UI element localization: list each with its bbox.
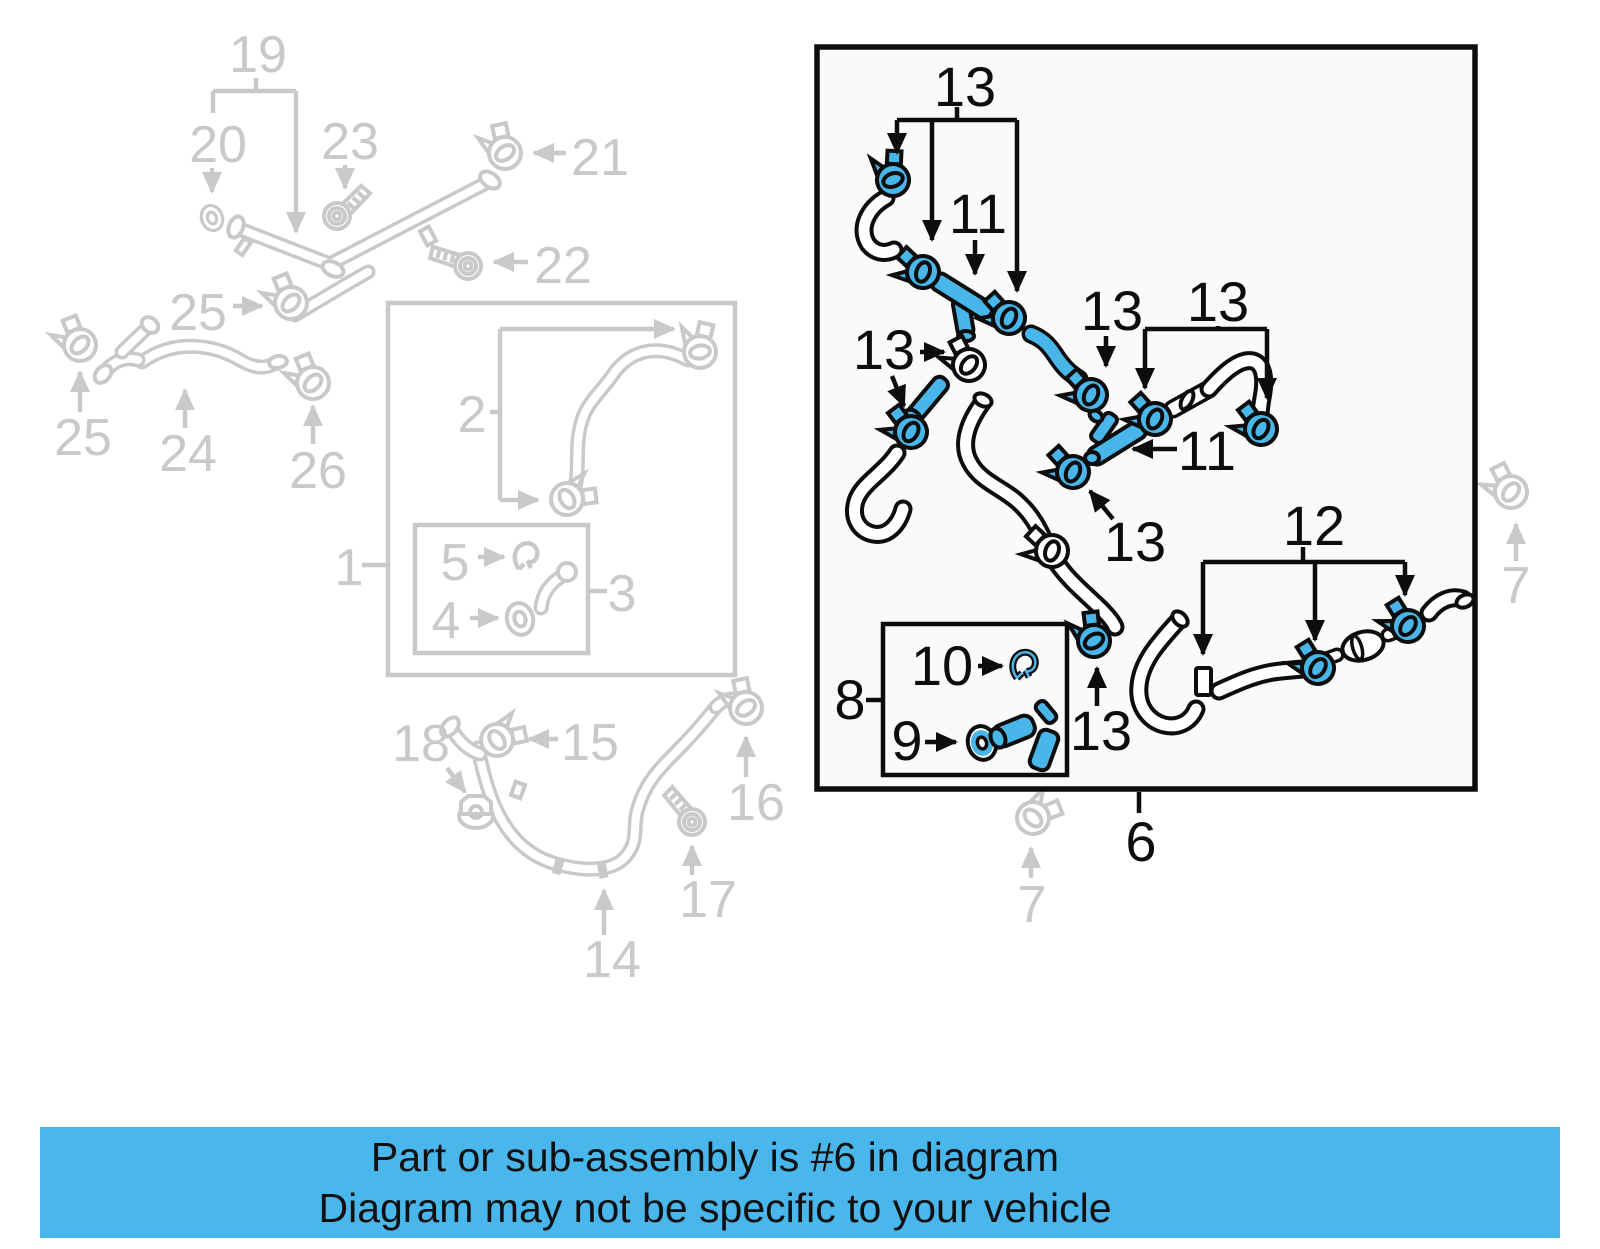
highlighted-assembly-6: 13 11 13 13 13 11 13 13 12 8 10 9 6 [814, 44, 1478, 873]
main-callout-lines [866, 107, 1415, 813]
callout-11-upper: 11 [949, 182, 1007, 245]
callout-26: 26 [289, 442, 347, 500]
callout-13-center: 13 [1104, 510, 1166, 573]
callout-22: 22 [534, 237, 592, 295]
coolant-pipe-icon [226, 169, 502, 323]
clamp-7-bottom-icon [1010, 784, 1068, 839]
callout-3: 3 [608, 565, 637, 623]
callout-15: 15 [561, 714, 619, 772]
callout-23: 23 [321, 113, 379, 171]
callout-13-top: 13 [934, 55, 996, 118]
callout-10: 10 [911, 634, 973, 697]
seal-ring-4-icon [501, 598, 539, 640]
callout-13-bottom: 13 [1070, 699, 1132, 762]
callout-17: 17 [679, 871, 737, 929]
callout-11-lower: 11 [1178, 419, 1236, 482]
thermostat-union-9-icon [988, 698, 1061, 773]
callout-7-bottom: 7 [1018, 876, 1047, 934]
callout-1: 1 [335, 539, 364, 597]
info-banner: Part or sub-assembly is #6 in diagram Di… [40, 1127, 1560, 1238]
clamp-21-icon [476, 121, 523, 171]
callout-13-mid: 13 [1081, 279, 1143, 342]
nut-18-icon [457, 794, 495, 830]
callout-25b: 25 [54, 409, 112, 467]
banner-line-1: Part or sub-assembly is #6 in diagram [370, 1133, 1060, 1180]
screw-17-icon [660, 778, 712, 842]
heater-hose-icon [92, 315, 289, 385]
background-assembly: 19 20 23 21 22 25 25 24 26 2 1 5 4 3 18 … [46, 26, 1533, 989]
clip-5-icon [515, 543, 538, 569]
clamp-25a-icon [257, 268, 312, 326]
clamp-26-icon [279, 348, 334, 406]
callout-12: 12 [1283, 494, 1345, 557]
callout-14: 14 [583, 931, 641, 989]
clamp-7-right-icon [1475, 457, 1533, 517]
clamp-15-icon [479, 711, 529, 758]
elbow-fitting-icon [533, 561, 578, 616]
callout-5: 5 [441, 534, 470, 592]
subassembly-3-box [412, 522, 591, 656]
clamp-2a-icon [666, 311, 730, 376]
background-callout-lines [70, 78, 1526, 935]
callout-21: 21 [571, 129, 629, 187]
callout-9: 9 [891, 709, 922, 772]
callout-13-right: 13 [1187, 270, 1249, 333]
water-hose-icon [439, 691, 749, 879]
grommet-20-icon [196, 200, 228, 236]
callout-19: 19 [229, 26, 287, 84]
callout-8: 8 [834, 668, 865, 731]
callout-16: 16 [727, 774, 785, 832]
callout-24: 24 [159, 425, 217, 483]
callout-7-right: 7 [1502, 557, 1531, 615]
callout-18: 18 [392, 715, 450, 773]
callout-20: 20 [189, 116, 247, 174]
clamp-16-icon [717, 676, 764, 726]
callout-25a: 25 [169, 284, 227, 342]
clamp-2b-icon [547, 468, 602, 520]
callout-6: 6 [1125, 810, 1156, 873]
connector-12-icon [1194, 666, 1213, 697]
subassembly-1-box [385, 300, 738, 678]
banner-line-2: Diagram may not be specific to your vehi… [318, 1184, 1112, 1231]
callout-13-left: 13 [853, 318, 915, 381]
callout-2: 2 [458, 386, 487, 444]
screw-23-icon [316, 181, 381, 236]
callout-4: 4 [432, 592, 461, 650]
clamp-25b-icon [46, 310, 101, 368]
